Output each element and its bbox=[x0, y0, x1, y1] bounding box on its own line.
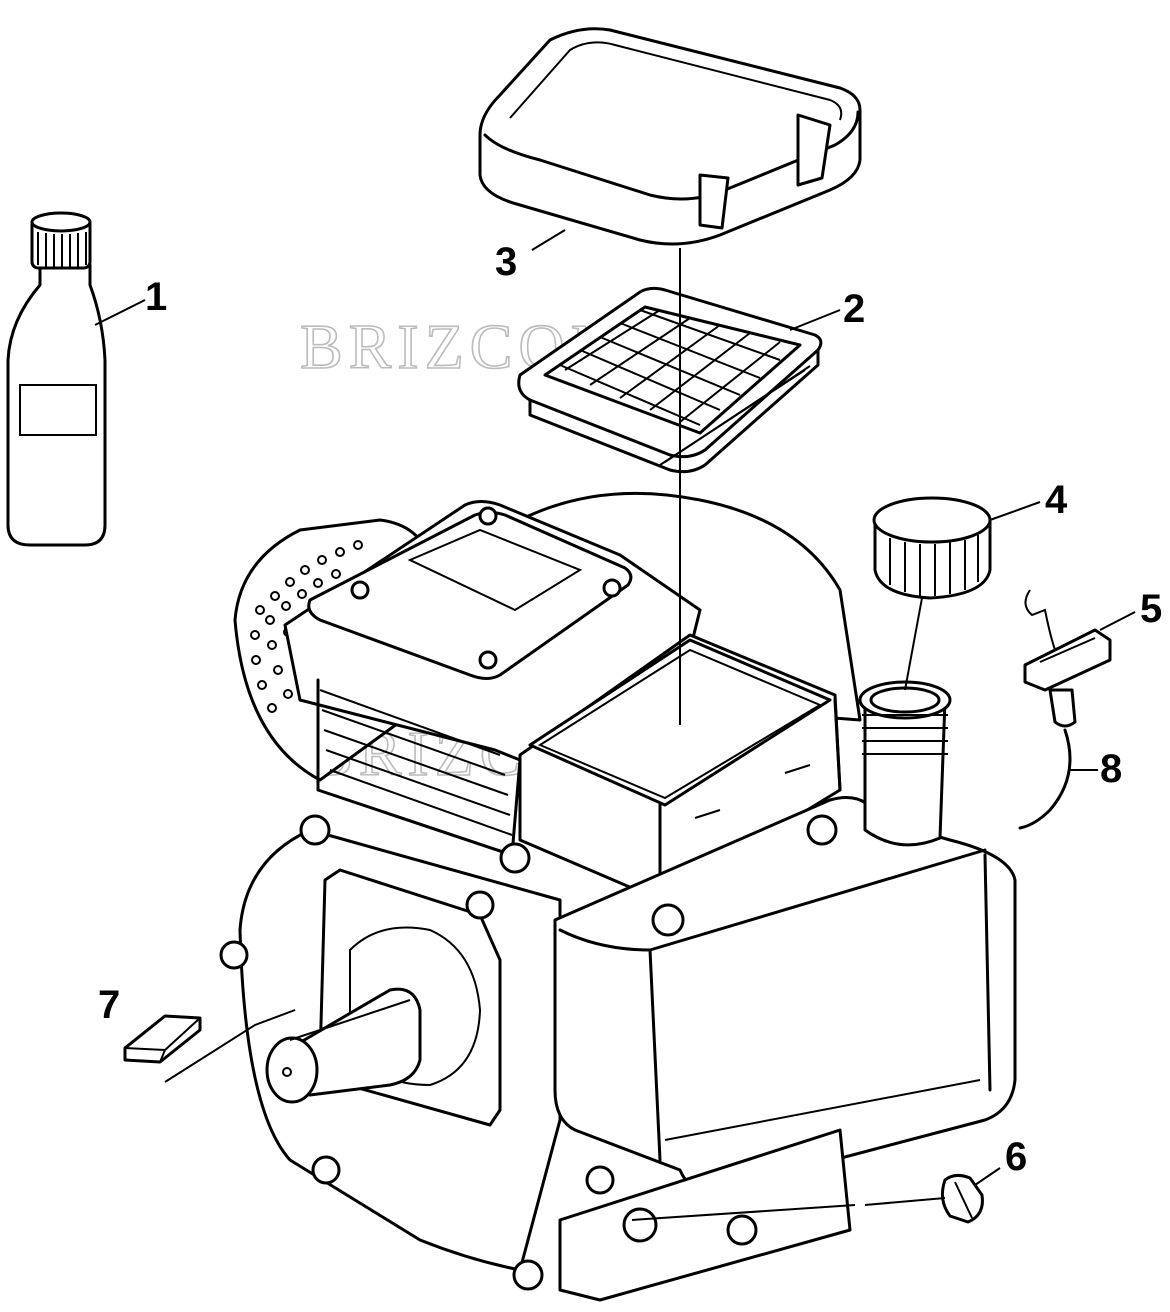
air-filter-element bbox=[517, 286, 823, 474]
callout-5: 5 bbox=[1140, 587, 1162, 631]
fuel-tank-cap bbox=[872, 496, 992, 600]
leader-6 bbox=[974, 1167, 1001, 1186]
ignition-wire bbox=[1018, 728, 1072, 830]
callout-2: 2 bbox=[843, 287, 865, 331]
callout-1: 1 bbox=[145, 275, 167, 319]
callout-4: 4 bbox=[1045, 478, 1068, 522]
leader-2 bbox=[789, 309, 841, 331]
shaft-key bbox=[123, 1014, 202, 1064]
leader-5 bbox=[1099, 611, 1136, 631]
callout-3: 3 bbox=[495, 240, 517, 284]
assembly-line-drain bbox=[631, 1204, 856, 1221]
oil-bottle bbox=[6, 211, 107, 547]
engine-bolts bbox=[219, 814, 838, 1291]
oil-drain-plug bbox=[864, 1173, 984, 1224]
air-filter-cover bbox=[478, 27, 862, 246]
recoil-cover-holes bbox=[250, 540, 363, 713]
callout-7: 7 bbox=[98, 983, 120, 1027]
assembly-line-cap bbox=[904, 597, 923, 691]
engine-assembly bbox=[219, 491, 1017, 1302]
leader-1 bbox=[94, 299, 146, 326]
assembly-line-key bbox=[164, 1009, 296, 1083]
leader-3 bbox=[531, 229, 566, 251]
callout-6: 6 bbox=[1005, 1135, 1027, 1179]
leader-4 bbox=[989, 501, 1041, 521]
spark-plug-cap bbox=[1023, 589, 1112, 728]
callout-8: 8 bbox=[1100, 747, 1122, 791]
